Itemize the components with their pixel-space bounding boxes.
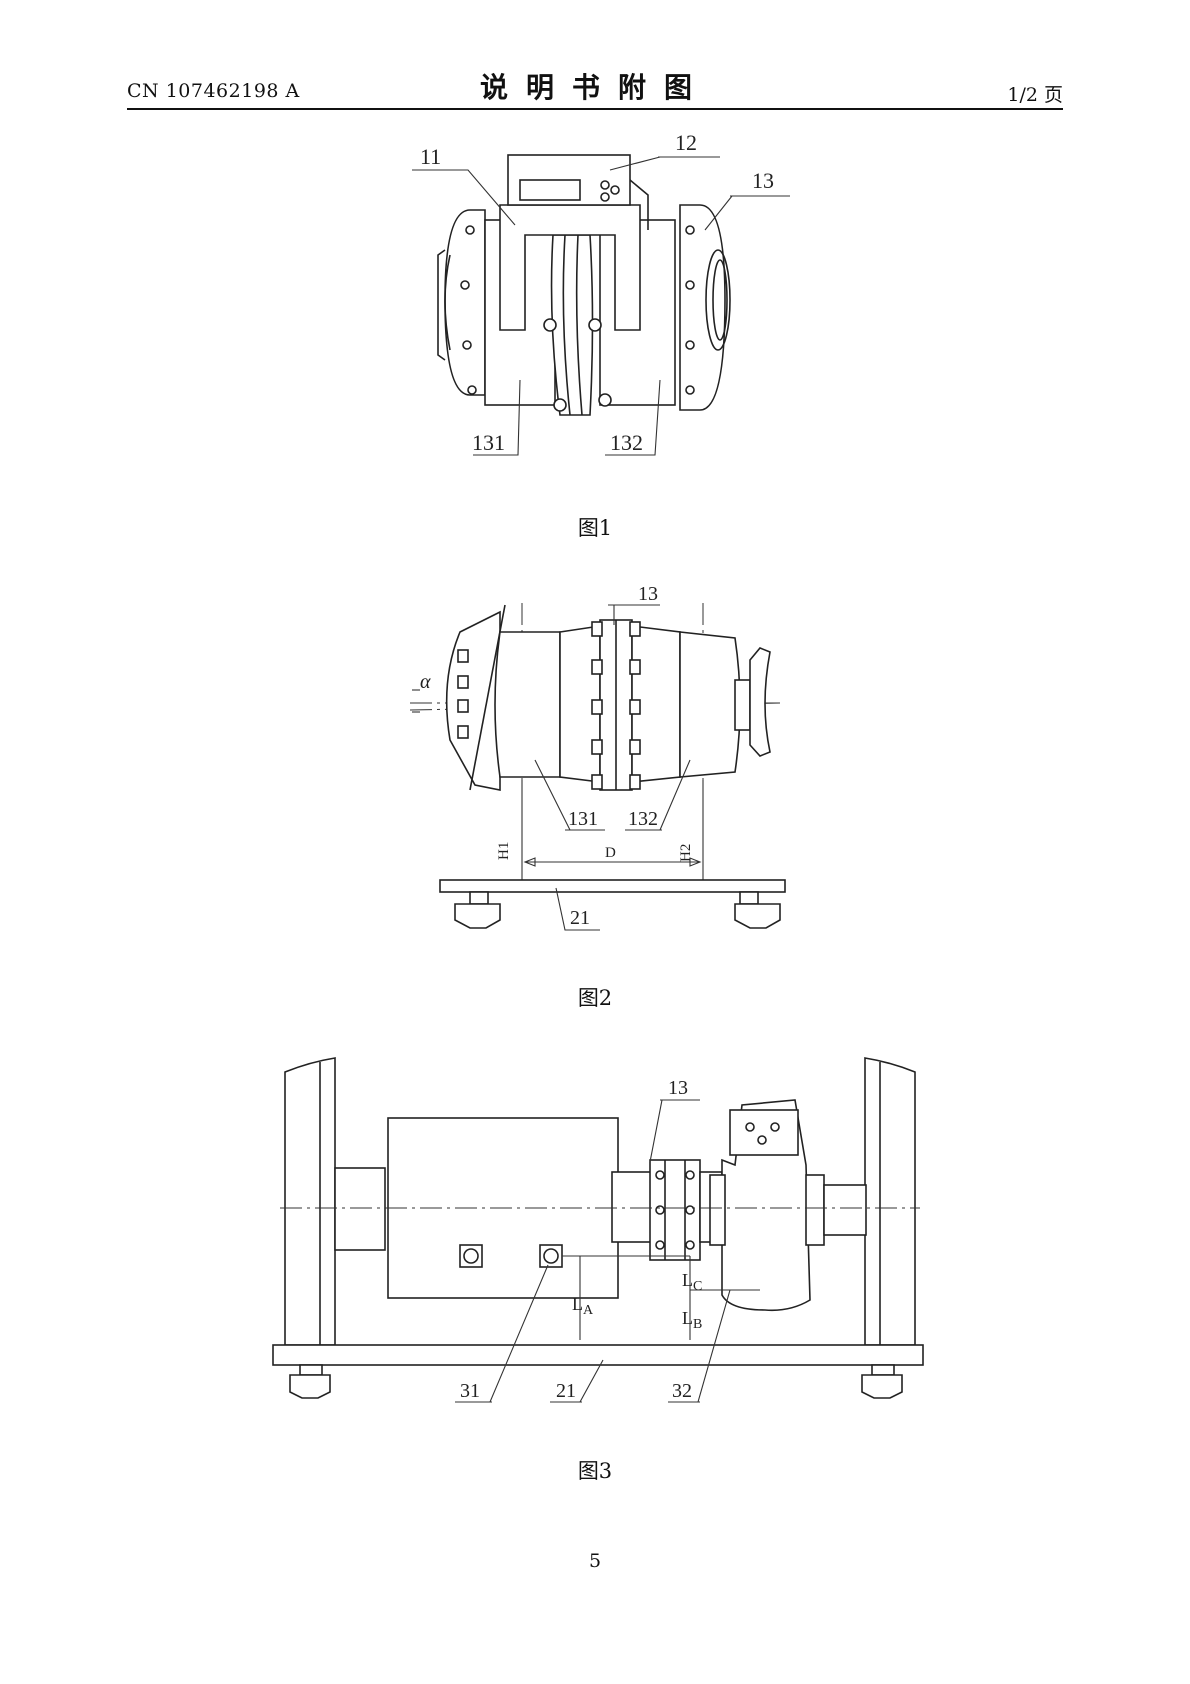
left-flange (437, 209, 486, 396)
label-21: 21 (570, 907, 590, 929)
label-11: 11 (420, 144, 441, 169)
label-13: 13 (668, 1077, 688, 1099)
bolts (460, 225, 695, 412)
label-132: 132 (610, 430, 643, 455)
figure-3-caption: 图3 (577, 1459, 613, 1483)
label-13: 13 (638, 583, 658, 605)
left-motor-flange (445, 604, 506, 791)
center-discs (550, 234, 594, 416)
label-h2: H2 (678, 844, 694, 862)
label-h1: H1 (496, 842, 512, 860)
u-bracket-11 (499, 154, 649, 331)
right-flange-13 (679, 204, 731, 411)
label-13: 13 (752, 168, 774, 193)
page-number: 5 (588, 1550, 602, 1572)
left-frame (284, 1057, 336, 1346)
label-lb: LB (682, 1308, 702, 1332)
label-lc: LC (682, 1270, 702, 1294)
page-title: 说明书附图 (479, 71, 710, 104)
label-d: D (605, 845, 616, 861)
figure-3-drawing: 13 LC LA LB 31 21 32 (272, 1057, 924, 1403)
label-131: 131 (568, 808, 598, 830)
label-la: LA (572, 1294, 594, 1318)
header-rule (127, 108, 1063, 110)
left-shaft (334, 1167, 386, 1251)
figure-2-drawing: α 13 131 132 D H1 H2 21 (409, 583, 786, 931)
base-plate-21 (439, 879, 786, 929)
figure-2-caption: 图2 (577, 986, 613, 1010)
label-131: 131 (472, 430, 505, 455)
label-21: 21 (556, 1380, 576, 1402)
figure-1-drawing: 11 12 13 131 132 (412, 130, 790, 456)
coupling-bolts (591, 621, 641, 790)
right-frame (864, 1057, 916, 1346)
figure-1-caption: 图1 (577, 516, 613, 540)
label-alpha: α (420, 671, 431, 693)
document-number: CN 107462198 A (127, 80, 300, 102)
page-indicator: 1/2 页 (1007, 84, 1063, 106)
label-12: 12 (675, 130, 697, 155)
base-plate-21 (272, 1344, 924, 1399)
label-32: 32 (672, 1380, 692, 1402)
label-132: 132 (628, 808, 658, 830)
label-31: 31 (460, 1380, 480, 1402)
coupling-13 (611, 1159, 723, 1261)
gearbox (709, 1099, 867, 1312)
coupling-13 (494, 619, 771, 791)
